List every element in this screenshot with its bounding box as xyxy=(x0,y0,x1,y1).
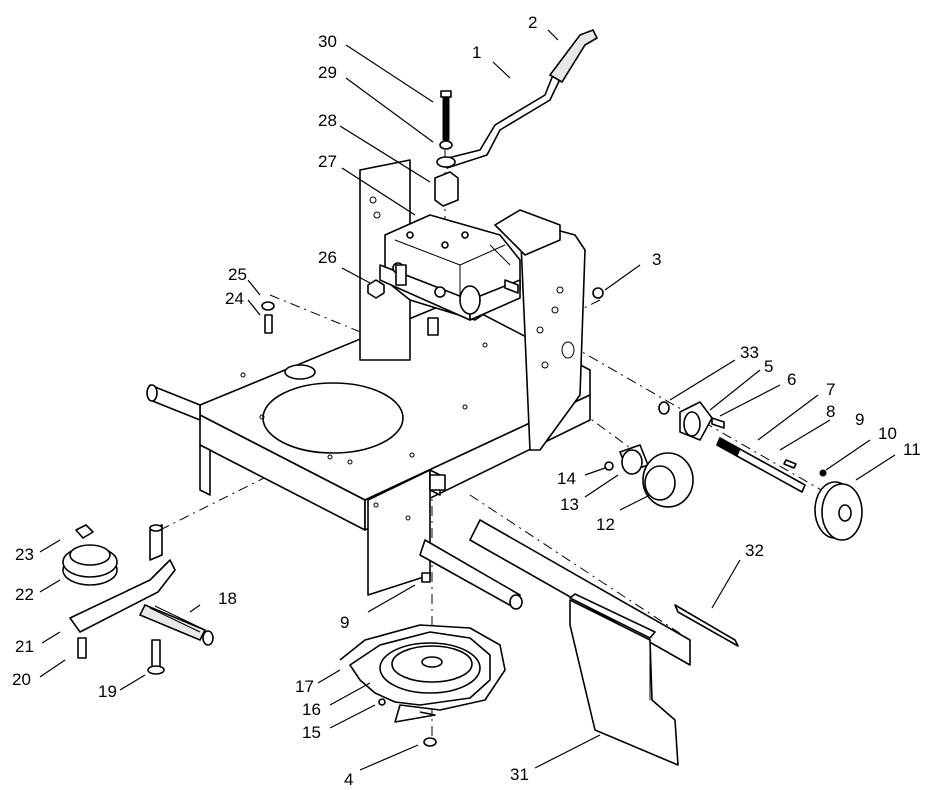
callout-11: 11 xyxy=(903,440,921,459)
drive-pulley-belt xyxy=(339,474,506,747)
callout-21: 21 xyxy=(15,637,34,656)
callout-6: 6 xyxy=(787,370,796,389)
callout-27: 27 xyxy=(318,152,337,171)
callout-29: 29 xyxy=(318,63,337,82)
callout-18: 18 xyxy=(218,589,237,608)
callout-20: 20 xyxy=(12,670,31,689)
callout-31: 31 xyxy=(510,765,529,784)
callout-13: 13 xyxy=(560,495,579,514)
output-shaft-assembly xyxy=(658,401,863,541)
callout-22: 22 xyxy=(15,585,34,604)
support-bracket xyxy=(359,159,586,451)
callout-2: 2 xyxy=(528,13,537,32)
shield-and-rod xyxy=(569,593,739,766)
shift-lever xyxy=(434,28,599,207)
callout-24: 24 xyxy=(225,289,244,308)
callout-32: 32 xyxy=(745,541,764,560)
callout-30: 30 xyxy=(318,32,337,51)
callout-19: 19 xyxy=(98,682,117,701)
chassis-frame xyxy=(146,299,691,666)
callout-7: 7 xyxy=(826,380,835,399)
callout-15: 15 xyxy=(302,723,321,742)
callout-10: 10 xyxy=(878,424,897,443)
callout-4: 4 xyxy=(344,770,353,789)
callout-9b: 9 xyxy=(340,613,349,632)
callout-3: 3 xyxy=(652,250,661,269)
callout-8: 8 xyxy=(826,402,835,421)
transmission-gearbox xyxy=(379,214,521,336)
callout-28: 28 xyxy=(318,111,337,130)
callout-26: 26 xyxy=(318,248,337,267)
leader-lines xyxy=(39,29,896,771)
hardware-small xyxy=(261,264,604,334)
callout-23: 23 xyxy=(15,545,34,564)
callout-17: 17 xyxy=(295,677,314,696)
callout-9a: 9 xyxy=(855,410,864,429)
callout-5: 5 xyxy=(764,357,773,376)
callout-16: 16 xyxy=(302,700,321,719)
callout-labels: 1 2 3 4 5 6 7 8 9 9 10 11 12 13 14 15 16… xyxy=(12,13,921,789)
callout-1: 1 xyxy=(472,43,481,62)
callout-33: 33 xyxy=(740,343,759,362)
callout-12: 12 xyxy=(596,515,615,534)
idler-arm-assembly xyxy=(62,524,214,675)
coupling-assembly xyxy=(604,444,694,508)
callout-14: 14 xyxy=(557,469,576,488)
callout-25: 25 xyxy=(228,265,247,284)
